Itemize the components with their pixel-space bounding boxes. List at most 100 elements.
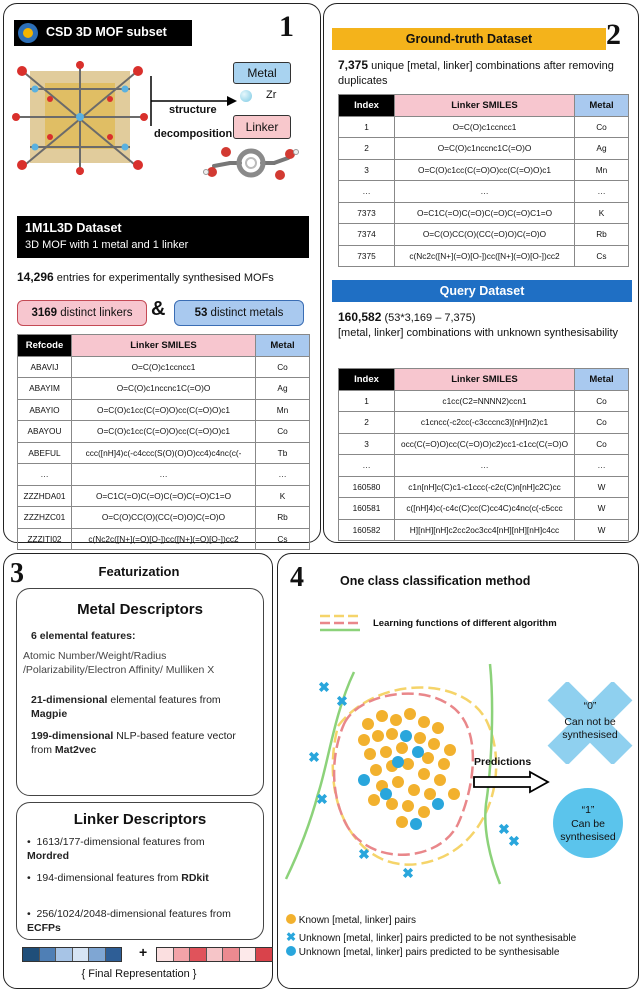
table-cell-metal: Cs — [255, 527, 310, 550]
col-index-header: Index — [338, 368, 395, 391]
table-cell-metal: Tb — [255, 441, 310, 464]
known-pair-dot — [380, 746, 392, 758]
csd-logo-icon — [18, 23, 38, 43]
known-pair-dot — [428, 738, 440, 750]
query-count: 160,582 — [338, 310, 382, 324]
table-cell-smiles: ccc([nH]4)c(-c4ccc(S(O)(O)O)cc4)c4nc(c(- — [71, 441, 256, 464]
table-cell-id: 1 — [338, 389, 395, 412]
metal-feature-magpie: 21-dimensional elemental features from M… — [31, 694, 221, 720]
table-cell-id: 3 — [338, 158, 395, 181]
known-pair-dot — [396, 742, 408, 754]
table-cell-smiles: c1n[nH]c(C)c1-c1ccc(-c2c(C)n[nH]c2C)cc — [394, 475, 575, 498]
known-pair-dot — [368, 794, 380, 806]
table-cell-metal: K — [574, 201, 629, 224]
table-cell-metal: Co — [574, 115, 629, 138]
vector-cell — [238, 948, 255, 961]
table-cell-id: … — [17, 463, 72, 486]
metal-feature-1: 6 elemental features: — [31, 630, 136, 642]
csd-title: CSD 3D MOF subset — [46, 25, 167, 39]
legend-synthesisable: Unknown [metal, linker] pairs predicted … — [286, 946, 559, 958]
dataset-subtitle: 3D MOF with 1 metal and 1 linker — [25, 239, 189, 251]
table-cell-metal: Mn — [255, 398, 310, 421]
table-cell-smiles: O=C1C(=O)C(=O)C(=O)C(=O)C1=O — [71, 484, 256, 507]
dataset-title: 1M1L3D Dataset — [25, 221, 122, 235]
red-boundary — [332, 692, 475, 856]
metal-box: Metal — [233, 62, 291, 84]
col-refcode-header: Refcode — [17, 334, 72, 357]
gt-text: unique [metal, linker] combinations afte… — [338, 60, 614, 87]
known-pair-dot — [402, 800, 414, 812]
col-index-header: Index — [338, 94, 395, 117]
table-cell-id: ZZZHZC01 — [17, 506, 72, 529]
table-cell-id: ZZZHDA01 — [17, 484, 72, 507]
table-cell-metal: … — [255, 463, 310, 486]
legend-not-synthesisable: ✖ Unknown [metal, linker] pairs predicte… — [286, 930, 577, 944]
query-text: [metal, linker] combinations with unknow… — [338, 327, 619, 339]
table-cell-metal: W — [574, 518, 629, 541]
table-cell-metal: Cs — [574, 244, 629, 267]
metals-badge: 53 distinct metals — [174, 300, 304, 326]
vector-cell — [172, 948, 189, 961]
zr-label: Zr — [266, 89, 277, 101]
classification-title: One class classification method — [340, 574, 531, 588]
known-pair-dot — [370, 764, 382, 776]
ground-truth-header: Ground-truth Dataset — [332, 28, 606, 50]
zero-label: “0” — [583, 700, 597, 712]
known-pair-dot — [414, 732, 426, 744]
linkers-badge: 3169 distinct linkers — [17, 300, 147, 326]
blue-cross-icon: ✖ — [286, 930, 297, 944]
csd-title-banner: CSD 3D MOF subset — [14, 20, 192, 46]
known-pair-dot — [402, 758, 414, 770]
col-smiles-header: Linker SMILES — [394, 94, 575, 117]
table-cell-metal: K — [255, 484, 310, 507]
linker-molecule-image — [203, 147, 299, 180]
table-cell-id: 7375 — [338, 244, 395, 267]
linker-feature-ecfps: • 256/1024/2048-dimensional features fro… — [27, 908, 231, 934]
table-cell-id: 2 — [338, 137, 395, 160]
table-cell-metal: Co — [574, 389, 629, 412]
not-synthesisable-cross: ✖ — [402, 865, 414, 881]
zr-atom-icon — [240, 90, 252, 102]
panel-2-datasets: 2 Ground-truth Dataset 7,375 unique [met… — [323, 3, 639, 543]
table-cell-id: 160581 — [338, 497, 395, 520]
entries-text: entries for experimentally synthesised M… — [53, 272, 274, 284]
vector-cell — [88, 948, 105, 961]
synthesisable-dot — [358, 774, 370, 786]
table-cell-smiles: c1cncc(-c2cc(-c3cccnc3)[nH]n2)c1 — [394, 411, 575, 434]
known-pair-dot — [358, 734, 370, 746]
blue-dot-icon — [286, 946, 296, 956]
metal-descriptors-title: Metal Descriptors — [77, 601, 203, 618]
known-pair-dot — [390, 714, 402, 726]
table-cell-smiles: … — [394, 454, 575, 477]
table-cell-smiles: c(Nc2c([N+](=O)[O-])cc([N+](=O)[O-])cc2 — [394, 244, 575, 267]
vector-cell — [71, 948, 88, 961]
green-boundary-left — [284, 671, 356, 880]
not-synthesisable-cross: ✖ — [318, 679, 330, 695]
table-cell-smiles: c([nH]4)c(-c4c(C)cc(C)cc4C)c4nc(c(-c5ccc — [394, 497, 575, 520]
panel-1-csd-mof: 1 CSD 3D MOF subset structure decompo — [3, 3, 321, 550]
one-class-scatter: ✖✖✖✖✖✖✖✖ — [284, 663, 520, 885]
table-cell-id: 1 — [338, 115, 395, 138]
table-cell-smiles: O=C(O)c1cc(C(=O)O)cc(C(=O)O)c1 — [394, 158, 575, 181]
linker-feature-rdkit: • 194-dimensional features from RDkit — [27, 872, 209, 884]
table-cell-smiles: O=C1C(=O)C(=O)C(=O)C(=O)C1=O — [394, 201, 575, 224]
table-cell-smiles: O=C(O)CC(O)(CC(=O)O)C(=O)O — [394, 223, 575, 246]
synthesisable-dot — [400, 730, 412, 742]
learning-functions-legend-icon — [320, 614, 360, 632]
table-cell-id: … — [338, 454, 395, 477]
known-pair-dot — [444, 744, 456, 756]
table-cell-smiles: O=C(O)c1ccncc1 — [71, 355, 256, 378]
table-cell-id: ABEFUL — [17, 441, 72, 464]
